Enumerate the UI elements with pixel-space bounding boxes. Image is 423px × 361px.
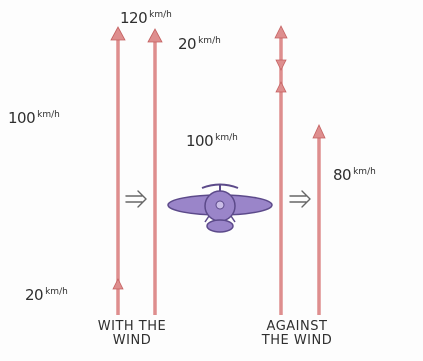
against-wind-arrowhead-down: [276, 60, 286, 70]
against-caption-line1: AGAINST: [232, 320, 362, 334]
against-wind-value: 20: [178, 35, 196, 53]
against-total-value: 80: [333, 166, 351, 184]
implies-arrow-icon: [290, 191, 310, 207]
airplane-icon: [168, 184, 272, 232]
against-resultant-arrowhead: [313, 125, 325, 138]
against-wind-stacked-arrow: [275, 26, 287, 315]
with-total-value: 120: [120, 9, 147, 27]
plane-speed-value: 100: [186, 132, 213, 150]
plane-speed-unit: km/h: [215, 133, 238, 143]
with-total-unit: km/h: [149, 10, 172, 20]
with-plane-unit: km/h: [37, 110, 60, 120]
against-total-unit: km/h: [353, 167, 376, 177]
with-wind-speed-arrowhead: [113, 279, 123, 289]
against-plane-arrowhead-mid: [276, 82, 286, 92]
with-caption-line1: WITH THE: [62, 320, 202, 334]
with-wind-unit: km/h: [45, 287, 68, 297]
against-the-wind-caption: AGAINST THE WIND: [232, 320, 362, 349]
against-caption-line2: THE WIND: [232, 334, 362, 348]
with-wind-stacked-arrow: [111, 27, 125, 315]
implies-arrow-icon: [126, 191, 146, 207]
with-plane-value: 100: [8, 109, 35, 127]
with-caption-line2: WIND: [62, 334, 202, 348]
with-the-wind-caption: WITH THE WIND: [62, 320, 202, 349]
against-plane-speed-arrowhead: [275, 26, 287, 38]
with-plane-speed-arrowhead: [111, 27, 125, 40]
with-resultant-arrowhead: [148, 29, 162, 42]
against-wind-resultant-arrow: [313, 125, 325, 315]
with-wind-value: 20: [25, 286, 43, 304]
against-wind-unit: km/h: [198, 36, 221, 46]
with-wind-resultant-arrow: [148, 29, 162, 315]
